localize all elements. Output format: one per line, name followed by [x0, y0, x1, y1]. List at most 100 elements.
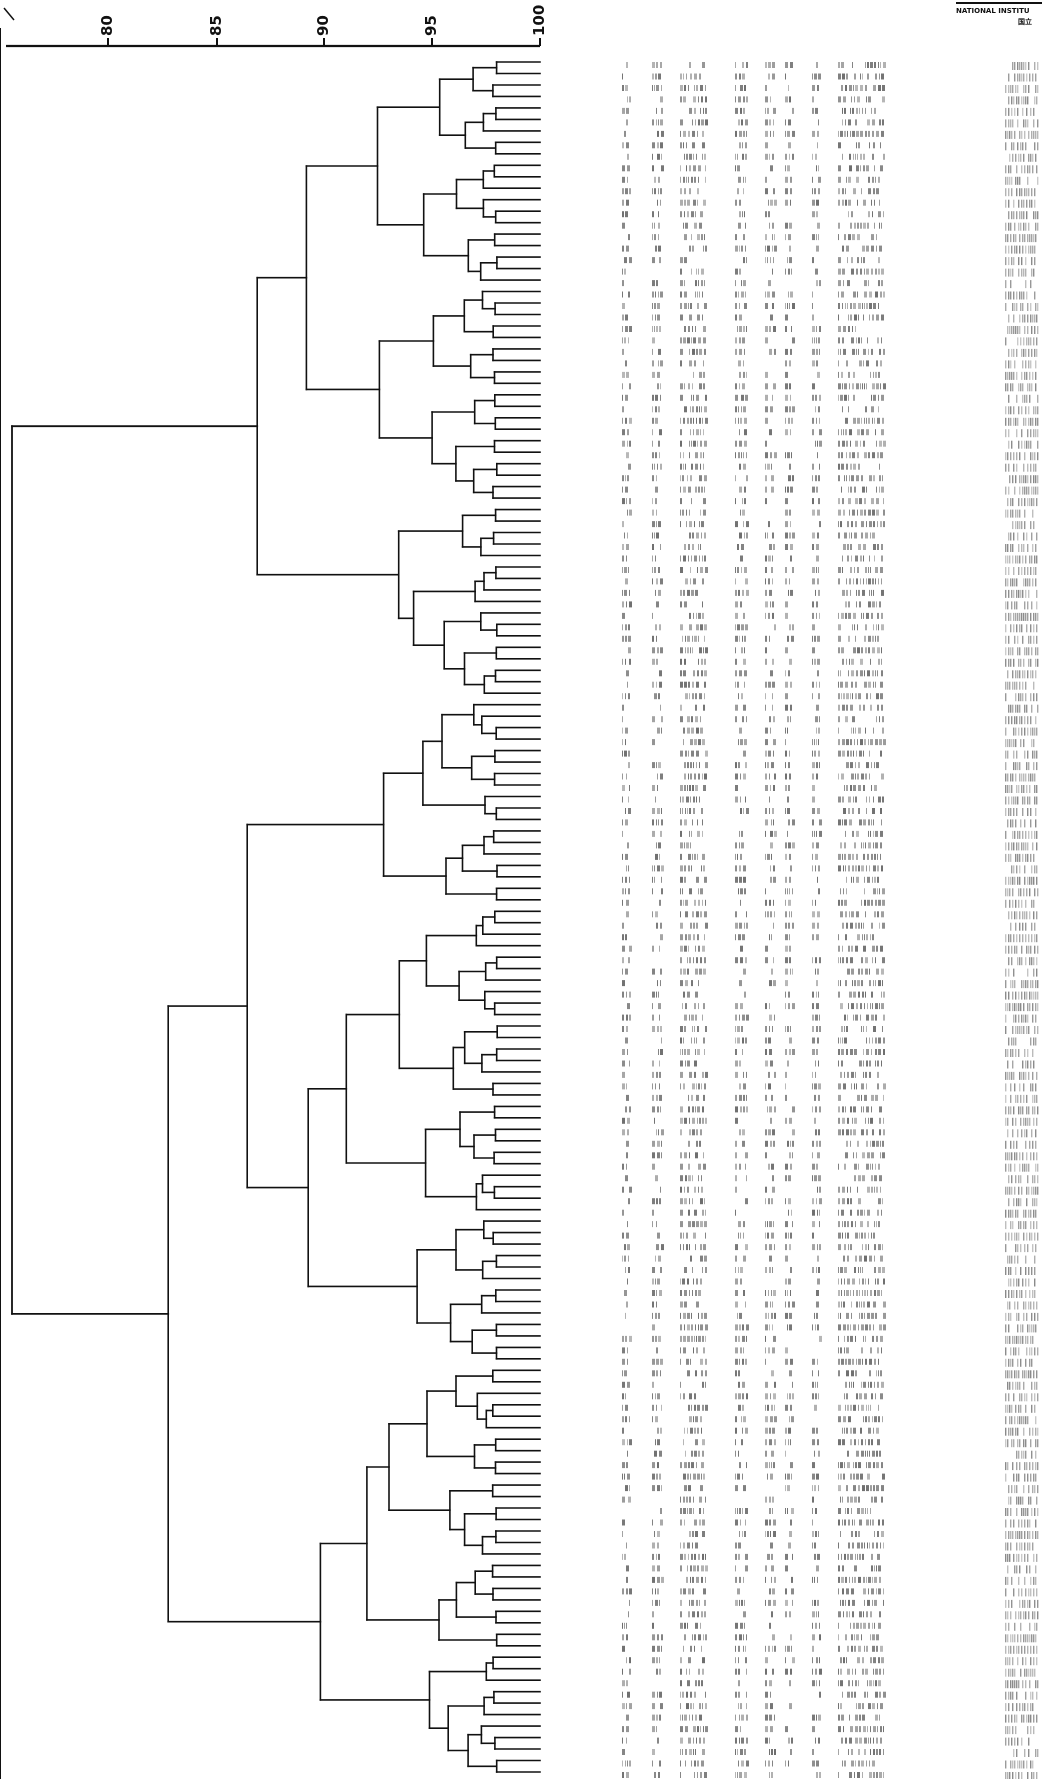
leaf-code-mark-1644: [860, 739, 863, 746]
leaf-code-mark-1608: [785, 727, 786, 734]
strip-mark-6: [1025, 62, 1027, 70]
leaf-code-mark-1401: [817, 635, 820, 642]
leaf-code-mark-3780: [705, 1634, 707, 1641]
strip-mark-345: [1037, 440, 1039, 449]
leaf-code-mark-3292: [812, 1427, 815, 1434]
leaf-code-mark-3592: [814, 1553, 816, 1560]
leaf-code-mark-3713: [852, 1599, 855, 1606]
leaf-code-mark-1347: [863, 612, 864, 619]
leaf-code-mark-1107: [699, 521, 700, 528]
leaf-code-mark-3159: [876, 1370, 877, 1377]
leaf-code-mark-3331: [627, 1450, 628, 1457]
leaf-code-mark-1172: [790, 544, 793, 550]
strip-mark-355: [1034, 452, 1036, 461]
leaf-code-mark-4121: [744, 1772, 747, 1778]
leaf-code-mark-4067: [812, 1749, 814, 1755]
leaf-code-mark-214: [788, 142, 791, 149]
leaf-code-mark-1918: [812, 853, 813, 860]
leaf-code-mark-1067: [859, 498, 862, 505]
leaf-code-mark-3378: [855, 1462, 857, 1469]
strip-mark-390: [1007, 498, 1009, 507]
leaf-code-mark-473: [773, 257, 774, 264]
leaf-code-mark-641: [816, 326, 817, 332]
leaf-code-mark-2904: [680, 1278, 681, 1285]
leaf-code-mark-1306: [680, 601, 682, 608]
leaf-code-mark-76: [849, 85, 852, 91]
leaf-code-mark-1546: [855, 693, 857, 700]
leaf-code-mark-2279: [867, 1003, 868, 1010]
leaf-code-mark-1283: [738, 589, 740, 596]
leaf-code-mark-1319: [856, 601, 857, 608]
leaf-code-mark-1468: [693, 670, 695, 677]
leaf-code-mark-1573: [622, 716, 623, 723]
leaf-code-mark-192: [852, 130, 855, 137]
leaf-code-mark-3768: [874, 1622, 875, 1629]
leaf-code-mark-4129: [857, 1772, 860, 1778]
leaf-code-mark-4095: [772, 1760, 773, 1767]
leaf-code-mark-1178: [858, 544, 861, 550]
leaf-code-mark-1560: [772, 704, 773, 711]
leaf-code-mark-2188: [683, 968, 686, 975]
leaf-code-mark-2108: [680, 934, 683, 941]
leaf-code-mark-1679: [628, 762, 630, 769]
leaf-code-mark-3214: [871, 1393, 873, 1400]
leaf-code-mark-783: [652, 394, 654, 401]
leaf-code-mark-3628: [626, 1576, 628, 1583]
leaf-code-mark-735: [739, 371, 741, 378]
strip-mark-356: [1037, 452, 1039, 461]
leaf-code-mark-2744: [702, 1209, 704, 1216]
leaf-code-mark-2615: [876, 1140, 879, 1147]
leaf-code-mark-3885: [626, 1680, 628, 1687]
leaf-code-mark-1408: [875, 635, 876, 642]
leaf-code-mark-416: [691, 234, 692, 241]
leaf-code-mark-1117: [840, 521, 842, 528]
leaf-code-mark-1036: [790, 486, 793, 493]
leaf-code-mark-850: [705, 417, 708, 424]
leaf-code-mark-748: [878, 371, 880, 378]
leaf-code-mark-326: [818, 188, 820, 195]
leaf-code-mark-1063: [838, 498, 840, 505]
leaf-code-mark-2333: [812, 1026, 814, 1032]
leaf-code-mark-1671: [847, 750, 849, 757]
leaf-code-mark-3036: [787, 1324, 788, 1331]
leaf-code-mark-172: [692, 130, 695, 137]
leaf-code-mark-2663: [870, 1163, 871, 1170]
leaf-code-mark-2181: [875, 957, 876, 964]
leaf-code-mark-139: [652, 119, 654, 126]
leaf-code-mark-3453: [772, 1496, 774, 1503]
leaf-code-mark-2814: [859, 1232, 860, 1239]
leaf-code-mark-1708: [876, 762, 879, 769]
leaf-code-mark-3869: [790, 1668, 792, 1675]
leaf-code-mark-1648: [875, 739, 878, 746]
leaf-code-mark-1947: [770, 865, 771, 872]
leaf-code-mark-3862: [702, 1668, 704, 1675]
leaf-code-mark-3410: [843, 1473, 845, 1480]
leaf-code-mark-2210: [660, 980, 661, 987]
leaf-code-mark-4050: [622, 1749, 625, 1755]
leaf-code-mark-3115: [690, 1358, 691, 1365]
strip-mark-51: [1005, 119, 1007, 128]
leaf-code-mark-1273: [624, 589, 627, 596]
leaf-code-mark-202: [652, 142, 655, 149]
leaf-code-mark-1584: [769, 716, 771, 723]
leaf-code-mark-142: [660, 119, 663, 126]
leaf-code-mark-3888: [695, 1680, 697, 1687]
leaf-code-mark-200: [622, 142, 624, 149]
leaf-code-mark-1145: [789, 532, 791, 539]
leaf-code-mark-2222: [845, 980, 847, 987]
leaf-code-mark-2897: [874, 1267, 876, 1273]
leaf-code-mark-2808: [812, 1232, 814, 1239]
leaf-code-mark-1383: [656, 635, 657, 642]
leaf-code-mark-361: [874, 199, 875, 206]
strip-mark-136: [1016, 211, 1018, 220]
leaf-code-mark-2792: [626, 1232, 629, 1239]
leaf-code-mark-3707: [814, 1599, 816, 1606]
strip-mark-165: [1031, 234, 1033, 243]
leaf-code-mark-3089: [683, 1347, 686, 1354]
leaf-code-mark-1911: [737, 853, 738, 860]
leaf-code-mark-3871: [815, 1668, 817, 1675]
leaf-code-mark-3721: [680, 1611, 682, 1618]
leaf-code-mark-92: [705, 96, 707, 103]
leaf-code-mark-1755: [788, 785, 790, 791]
leaf-code-mark-3022: [684, 1324, 685, 1331]
